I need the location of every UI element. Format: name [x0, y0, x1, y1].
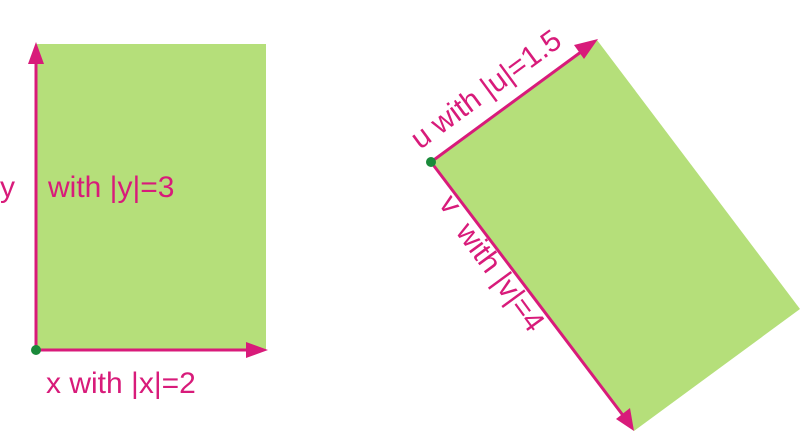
- x-vector-label: x with |x|=2: [46, 367, 196, 400]
- left-origin-dot: [31, 345, 41, 355]
- u-vector-shaft: [430, 47, 586, 164]
- right-rectangle-group: u with |u|=1.5 v with |v|=4: [405, 24, 800, 431]
- y-vector-magnitude-label: with |y|=3: [47, 171, 174, 204]
- y-vector-arrowhead: [28, 42, 44, 64]
- x-vector-arrowhead: [246, 342, 268, 358]
- left-rectangle: [37, 44, 266, 350]
- right-rectangle: [431, 40, 800, 431]
- right-origin-dot: [426, 157, 436, 167]
- v-vector-shaft: [429, 161, 627, 419]
- v-vector-arrowhead: [616, 408, 634, 431]
- left-rectangle-group: y with |y|=3 x with |x|=2: [0, 42, 268, 400]
- v-vector-letter: v: [432, 189, 467, 221]
- y-vector-letter: y: [0, 171, 15, 204]
- u-vector-arrowhead: [574, 39, 598, 59]
